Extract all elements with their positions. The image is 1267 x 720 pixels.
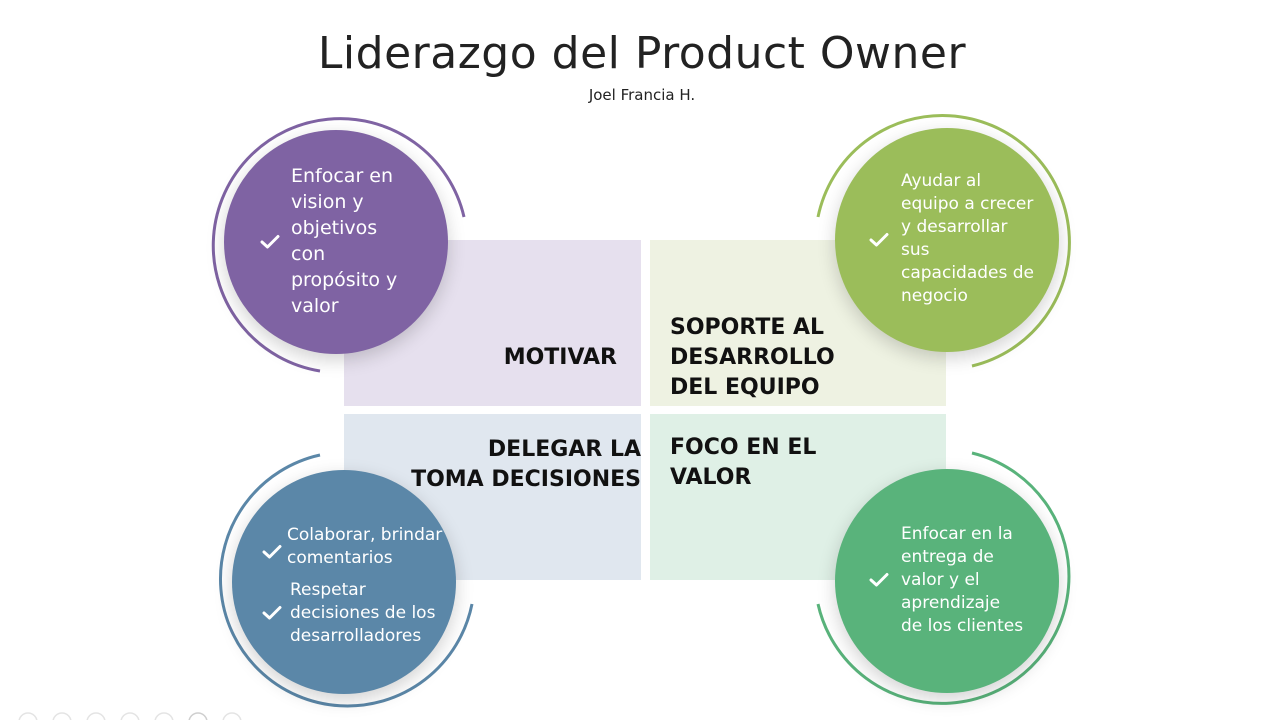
label-soporte: SOPORTE AL DESARROLLO DEL EQUIPO (670, 313, 835, 403)
ring-arc-soporte (816, 114, 1071, 368)
label-foco: FOCO EN EL VALOR (670, 433, 816, 493)
check-icon (262, 545, 282, 559)
label-line: DEL EQUIPO (670, 375, 820, 400)
circle-text-delegar-2: Respetar decisiones de los desarrollador… (290, 579, 435, 648)
text-line: con (291, 243, 326, 265)
toolbar-icon (86, 712, 106, 720)
text-line: aprendizaje (901, 593, 1001, 613)
ring-arc-motivar (211, 117, 466, 373)
circle-text-foco: Enfocar en la entrega de valor y el apre… (901, 523, 1023, 638)
toolbar-icon (120, 712, 140, 720)
text-line: entrega de (901, 547, 994, 567)
text-line: Respetar (290, 580, 366, 600)
text-line: de los clientes (901, 616, 1024, 636)
check-icon (869, 573, 889, 587)
toolbar-icon (222, 712, 242, 720)
label-motivar: MOTIVAR (504, 343, 617, 373)
toolbar-icon (188, 712, 208, 720)
text-line: valor (291, 295, 339, 317)
circle-soporte: Ayudar al equipo a crecer y desarrollar … (835, 128, 1059, 352)
text-line: equipo a crecer (901, 194, 1034, 214)
check-icon (869, 233, 889, 247)
ring-arc-delegar (219, 453, 474, 708)
text-line: objetivos (291, 217, 378, 239)
text-line: sus (901, 240, 930, 260)
text-line: vision y (291, 191, 364, 213)
label-line: DESARROLLO (670, 345, 835, 370)
text-line: desarrolladores (290, 626, 422, 646)
label-line: SOPORTE AL (670, 315, 825, 340)
label-line: DELEGAR LA (487, 437, 641, 462)
text-line: Enfocar en la (901, 524, 1013, 544)
slide-title: Liderazgo del Product Owner (317, 28, 967, 79)
ring-arc-foco (816, 451, 1071, 705)
label-line: FOCO EN EL (670, 435, 817, 460)
check-icon (262, 606, 282, 620)
text-line: capacidades de (901, 263, 1035, 283)
label-line: VALOR (670, 465, 752, 490)
text-line: decisiones de los (290, 603, 436, 623)
check-icon (260, 235, 280, 249)
circle-foco: Enfocar en la entrega de valor y el apre… (835, 469, 1059, 693)
circle-text-soporte: Ayudar al equipo a crecer y desarrollar … (901, 170, 1034, 308)
text-line: valor y el (901, 570, 980, 590)
toolbar-icon (18, 712, 38, 720)
circle-text-delegar-1: Colaborar, brindar comentarios (287, 524, 442, 570)
text-line: y desarrollar (901, 217, 1008, 237)
circle-motivar: Enfocar en vision y objetivos con propós… (224, 130, 448, 354)
toolbar-icon (154, 712, 174, 720)
text-line: comentarios (287, 548, 393, 568)
label-line: TOMA DECISIONES (411, 467, 641, 492)
text-line: propósito y (291, 269, 398, 291)
toolbar-icon (52, 712, 72, 720)
label-delegar: DELEGAR LA TOMA DECISIONES (411, 435, 641, 495)
presentation-toolbar (18, 712, 242, 720)
text-line: Enfocar en (291, 165, 394, 187)
text-line: Colaborar, brindar (287, 525, 443, 545)
slide-author: Joel Francia H. (588, 86, 696, 104)
text-line: negocio (901, 286, 968, 306)
text-line: Ayudar al (901, 171, 982, 191)
label-line: MOTIVAR (503, 345, 617, 370)
circle-delegar: Colaborar, brindar comentarios Respetar … (232, 470, 456, 694)
circle-text-motivar: Enfocar en vision y objetivos con propós… (291, 163, 397, 319)
